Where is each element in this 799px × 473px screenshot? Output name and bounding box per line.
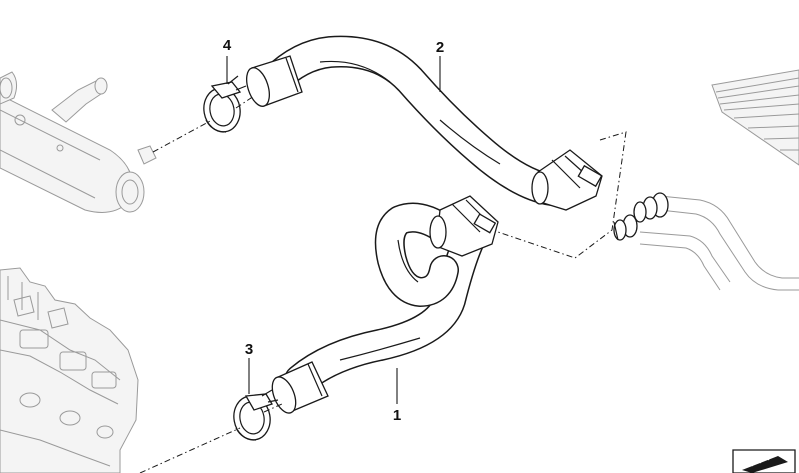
pipe-connector-fitting xyxy=(613,192,669,241)
coolant-hose-lower xyxy=(271,195,499,414)
ghost-heater-core xyxy=(711,69,799,166)
callout-3: 3 xyxy=(245,341,253,394)
assembly-centerlines xyxy=(139,95,627,473)
callout-2-label: 2 xyxy=(436,39,444,56)
callout-1: 1 xyxy=(393,368,401,424)
hose-clamp-lower xyxy=(233,389,279,441)
callout-1-label: 1 xyxy=(393,407,401,424)
ghost-engine-block xyxy=(0,267,139,473)
ghost-heat-exchanger xyxy=(0,71,157,213)
dimension-ruler-icon xyxy=(732,449,796,473)
hose-clamp-upper xyxy=(203,75,247,133)
coolant-hose-upper xyxy=(246,35,603,211)
ghost-heater-pipes xyxy=(639,195,799,291)
callout-4: 4 xyxy=(223,37,232,84)
callout-2: 2 xyxy=(436,39,444,92)
callout-4-label: 4 xyxy=(223,37,232,54)
callout-3-label: 3 xyxy=(245,341,253,358)
